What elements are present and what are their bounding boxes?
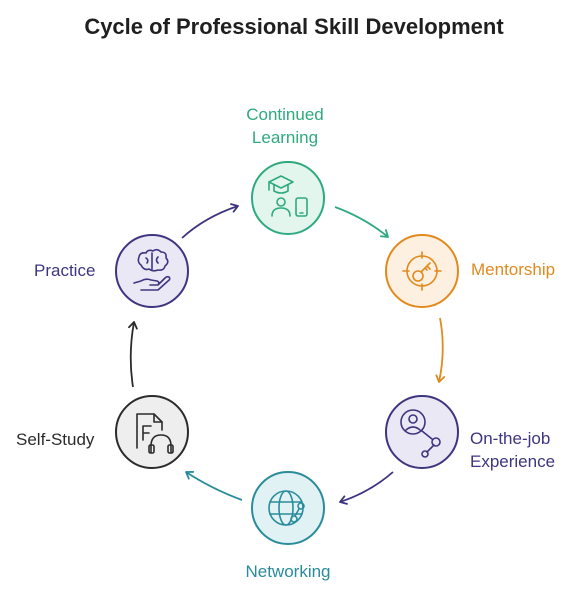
self-study-text: Self-Study bbox=[16, 430, 95, 449]
arrow-onjob-to-networking bbox=[339, 471, 394, 505]
arrow-mentorship-to-onjob bbox=[435, 317, 446, 383]
arrow-continued-to-mentorship bbox=[334, 206, 389, 238]
continued-learning-text: Continued Learning bbox=[246, 105, 324, 147]
arrow-practice-to-continued bbox=[181, 203, 239, 239]
document-headphones-icon bbox=[136, 413, 174, 454]
node-self-study bbox=[115, 395, 189, 469]
key-target-icon bbox=[402, 251, 442, 291]
practice-text: Practice bbox=[34, 261, 96, 280]
label-on-the-job-experience: On-the-job Experience bbox=[470, 427, 555, 473]
networking-text: Networking bbox=[245, 562, 331, 581]
node-networking bbox=[251, 471, 325, 545]
node-on-the-job-experience bbox=[385, 395, 459, 469]
node-continued-learning bbox=[251, 161, 325, 235]
label-networking: Networking bbox=[213, 560, 363, 583]
diagram-title: Cycle of Professional Skill Development bbox=[84, 14, 504, 39]
arrow-networking-to-selfstudy bbox=[185, 471, 243, 501]
arrow-selfstudy-to-practice bbox=[128, 321, 138, 388]
label-mentorship: Mentorship bbox=[471, 258, 555, 281]
on-the-job-text: On-the-job Experience bbox=[470, 429, 556, 471]
label-practice: Practice bbox=[34, 259, 95, 282]
mentorship-text: Mentorship bbox=[471, 260, 556, 279]
node-mentorship bbox=[385, 234, 459, 308]
node-practice bbox=[115, 234, 189, 308]
label-self-study: Self-Study bbox=[16, 428, 94, 451]
graduation-cap-phone-icon bbox=[268, 175, 308, 217]
label-continued-learning: Continued Learning bbox=[208, 103, 362, 149]
globe-network-icon bbox=[268, 490, 305, 526]
brain-hand-icon bbox=[133, 248, 171, 291]
person-magnifier-icon bbox=[400, 409, 441, 458]
